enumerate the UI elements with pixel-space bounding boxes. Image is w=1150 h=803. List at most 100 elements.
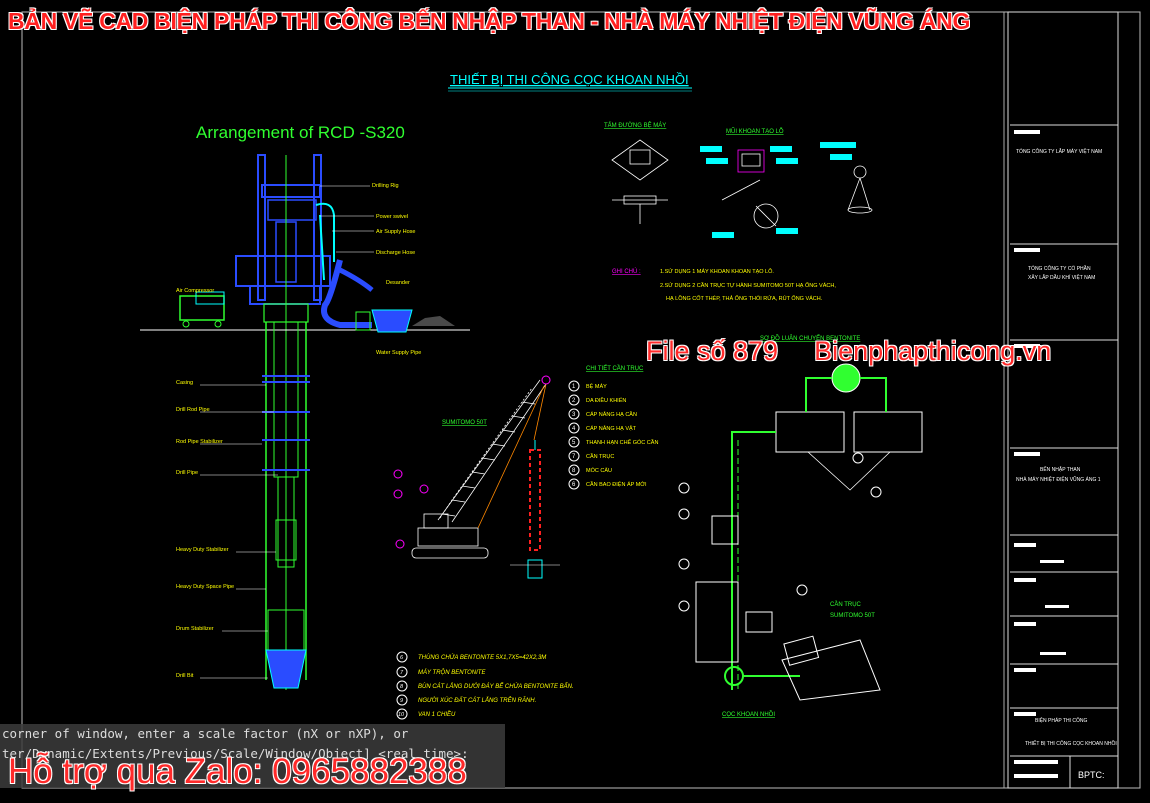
leader-lines	[200, 185, 374, 679]
legend-item: 7 CẦN TRỤC	[568, 450, 614, 462]
rcd-title: Arrangement of RCD -S320	[196, 123, 405, 142]
desander-tank	[355, 311, 371, 331]
bentonite-legend-item: 9 NGƯỜI XÚC ĐẤT CÁT LẮNG TRÊN RÃNH.	[396, 694, 536, 706]
svg-text:BỆ MÁY: BỆ MÁY	[586, 382, 607, 390]
sumitomo-label: SUMITOMO 50T	[830, 613, 875, 619]
crane	[411, 379, 547, 559]
svg-text:7: 7	[400, 670, 404, 676]
label-air-compressor: Air Compressor	[176, 288, 214, 294]
desander	[371, 309, 413, 333]
command-line-1: corner of window, enter a scale factor (…	[2, 726, 409, 741]
svg-text:NGƯỜI XÚC ĐẤT CÁT LẮNG TRÊN RÃ: NGƯỜI XÚC ĐẤT CÁT LẮNG TRÊN RÃNH.	[418, 696, 536, 704]
command-line[interactable]: corner of window, enter a scale factor (…	[0, 724, 505, 788]
title-block	[1007, 11, 1119, 789]
crane-label: SUMITOMO 50T	[442, 420, 487, 426]
note-1: 1.SỬ DỤNG 1 MÁY KHOAN KHOAN TẠO LỖ.	[660, 268, 774, 275]
bentonite-legend-item: 7 MÁY TRỘN BENTONITE	[396, 666, 486, 678]
legend-item: 2 DA ĐIỀU KHIỂN	[568, 394, 626, 406]
notes-label: GHI CHÚ :	[612, 268, 641, 275]
title-block-marks	[1014, 130, 1069, 778]
title-owner: TỔNG CÔNG TY LẮP MÁY VIỆT NAM	[1016, 147, 1102, 155]
label-heavy-duty-stabilizer: Heavy Duty Stabilizer	[176, 547, 229, 553]
svg-text:CẦN TRỤC: CẦN TRỤC	[586, 453, 614, 460]
command-line-2: ter/Dynamic/Extents/Previous/Scale/Windo…	[2, 746, 469, 761]
spoil-heap	[412, 316, 455, 326]
zalo-support: Hỗ trợ qua Zalo: 0965882388	[8, 752, 467, 791]
crane-markers	[393, 375, 551, 549]
svg-text:MÓC CẨU: MÓC CẨU	[586, 467, 612, 474]
bentonite-legend-item: 8 BÙN CÁT LẮNG DƯỚI ĐÁY BỂ CHỨA BENTONITE…	[396, 680, 574, 692]
rebar-cage	[529, 449, 541, 551]
rcd-rig	[235, 154, 335, 690]
discharge-hose	[321, 259, 372, 328]
label-air-supply-hose: Air Supply Hose	[376, 229, 415, 235]
detail-a	[611, 139, 669, 224]
svg-text:CÁP NÂNG HẠ VẬT: CÁP NÂNG HẠ VẬT	[586, 425, 637, 432]
cocsabinh-label: CỌC KHOAN NHỒI	[722, 711, 775, 718]
detail-a-title: TẤM ĐƯỜNG BỆ MÁY	[604, 121, 666, 129]
detail-b	[721, 149, 779, 229]
label-discharge-hose: Discharge Hose	[376, 250, 415, 256]
label-power-swivel: Power swivel	[376, 214, 408, 220]
label-rod-pipe-stabilizer: Rod Pipe Stabilizer	[176, 439, 223, 445]
air-compressor	[179, 291, 225, 328]
title-project-2: NHÀ MÁY NHIỆT ĐIỆN VŨNG ÁNG 1	[1016, 475, 1101, 483]
drawing-frame	[21, 11, 1141, 789]
label-drill-pipe: Drill Pipe	[176, 470, 198, 476]
note-3: HẠ LỒNG CỐT THÉP, THẢ ỐNG THỔI RỬA, RÚT …	[666, 295, 823, 302]
title-drawing-sub: THIẾT BỊ THI CÔNG CỌC KHOAN NHỒI	[1025, 740, 1117, 747]
bentonite-title: SƠ ĐỒ LUÂN CHUYỂN BENTONITE	[760, 335, 860, 342]
svg-text:VAN 1 CHIỀU: VAN 1 CHIỀU	[418, 711, 456, 718]
svg-text:DA ĐIỀU KHIỂN: DA ĐIỀU KHIỂN	[586, 397, 626, 404]
bentonite-diagram	[678, 363, 923, 701]
title-contractor-1: TỔNG CÔNG TY CỔ PHẦN	[1028, 265, 1091, 272]
crane-title: CHI TIẾT CẦN TRỤC	[586, 365, 644, 372]
drawing-banner: BẢN VẼ CAD BIỆN PHÁP THI CÔNG BẾN NHẬP T…	[8, 8, 971, 34]
discharge-hose-2	[338, 267, 374, 292]
legend-item: 1 BỆ MÁY	[568, 380, 607, 392]
label-drill-bit: Drill Bit	[176, 673, 194, 679]
title-block-rows	[1010, 124, 1118, 788]
svg-text:3: 3	[572, 412, 576, 418]
stabilizers	[262, 375, 310, 471]
title-contractor-2: XÂY LẮP DẦU KHÍ VIỆT NAM	[1028, 273, 1095, 281]
drill-bit	[265, 649, 307, 689]
svg-text:10: 10	[398, 712, 405, 718]
svg-text:8: 8	[400, 684, 404, 690]
detail-c	[847, 165, 873, 214]
svg-text:8: 8	[572, 468, 576, 474]
svg-text:CÁP NÂNG HẠ CẦN: CÁP NÂNG HẠ CẦN	[586, 411, 637, 418]
bentonite-legend-item: 10 VAN 1 CHIỀU	[396, 708, 456, 720]
file-number: File số 879	[646, 336, 779, 366]
title-project-1: BẾN NHẬP THAN	[1040, 466, 1081, 473]
can-truc-label: CẦN TRỤC	[830, 601, 862, 608]
note-2: 2.SỬ DỤNG 2 CẦN TRỤC TỰ HÀNH SUMITOMO 50…	[660, 282, 836, 289]
legend-item: 8 MÓC CẨU	[568, 464, 612, 476]
bentonite-legend-item: 6 THÙNG CHỨA BENTONITE 5X1,7X5=42X2,3M	[396, 651, 546, 663]
svg-text:6: 6	[400, 655, 404, 661]
svg-text:THANH HẠN CHẾ GÓC CẦN: THANH HẠN CHẾ GÓC CẦN	[586, 439, 658, 446]
main-title: THIẾT BỊ THI CÔNG CỌC KHOAN NHỒI	[450, 72, 689, 87]
detail-b-tags	[700, 142, 856, 238]
svg-text:9: 9	[400, 698, 403, 704]
svg-text:MÁY TRỘN BENTONITE: MÁY TRỘN BENTONITE	[418, 669, 486, 676]
svg-text:BÙN CÁT LẮNG DƯỚI ĐÁY BỂ CHỨA: BÙN CÁT LẮNG DƯỚI ĐÁY BỂ CHỨA BENTONITE …	[418, 682, 574, 690]
title-drawing-name: BIỆN PHÁP THI CÔNG	[1035, 716, 1087, 724]
label-casing: Casing	[176, 380, 193, 386]
label-drilling-rig: Drilling Rig	[372, 183, 399, 189]
title-code-label: BPTC:	[1078, 770, 1105, 780]
svg-text:1: 1	[572, 384, 576, 390]
casing-piece	[527, 559, 543, 579]
label-heavy-duty-space-pipe: Heavy Duty Space Pipe	[176, 584, 234, 590]
label-desander: Desander	[386, 280, 410, 286]
svg-text:7: 7	[572, 454, 576, 460]
svg-text:THÙNG CHỨA BENTONITE 5X1,7X5=4: THÙNG CHỨA BENTONITE 5X1,7X5=42X2,3M	[418, 654, 546, 661]
svg-text:2: 2	[572, 398, 576, 404]
label-drill-rod-pipe: Drill Rod Pipe	[176, 407, 210, 413]
label-drum-stabilizer: Drum Stabilizer	[176, 626, 214, 632]
